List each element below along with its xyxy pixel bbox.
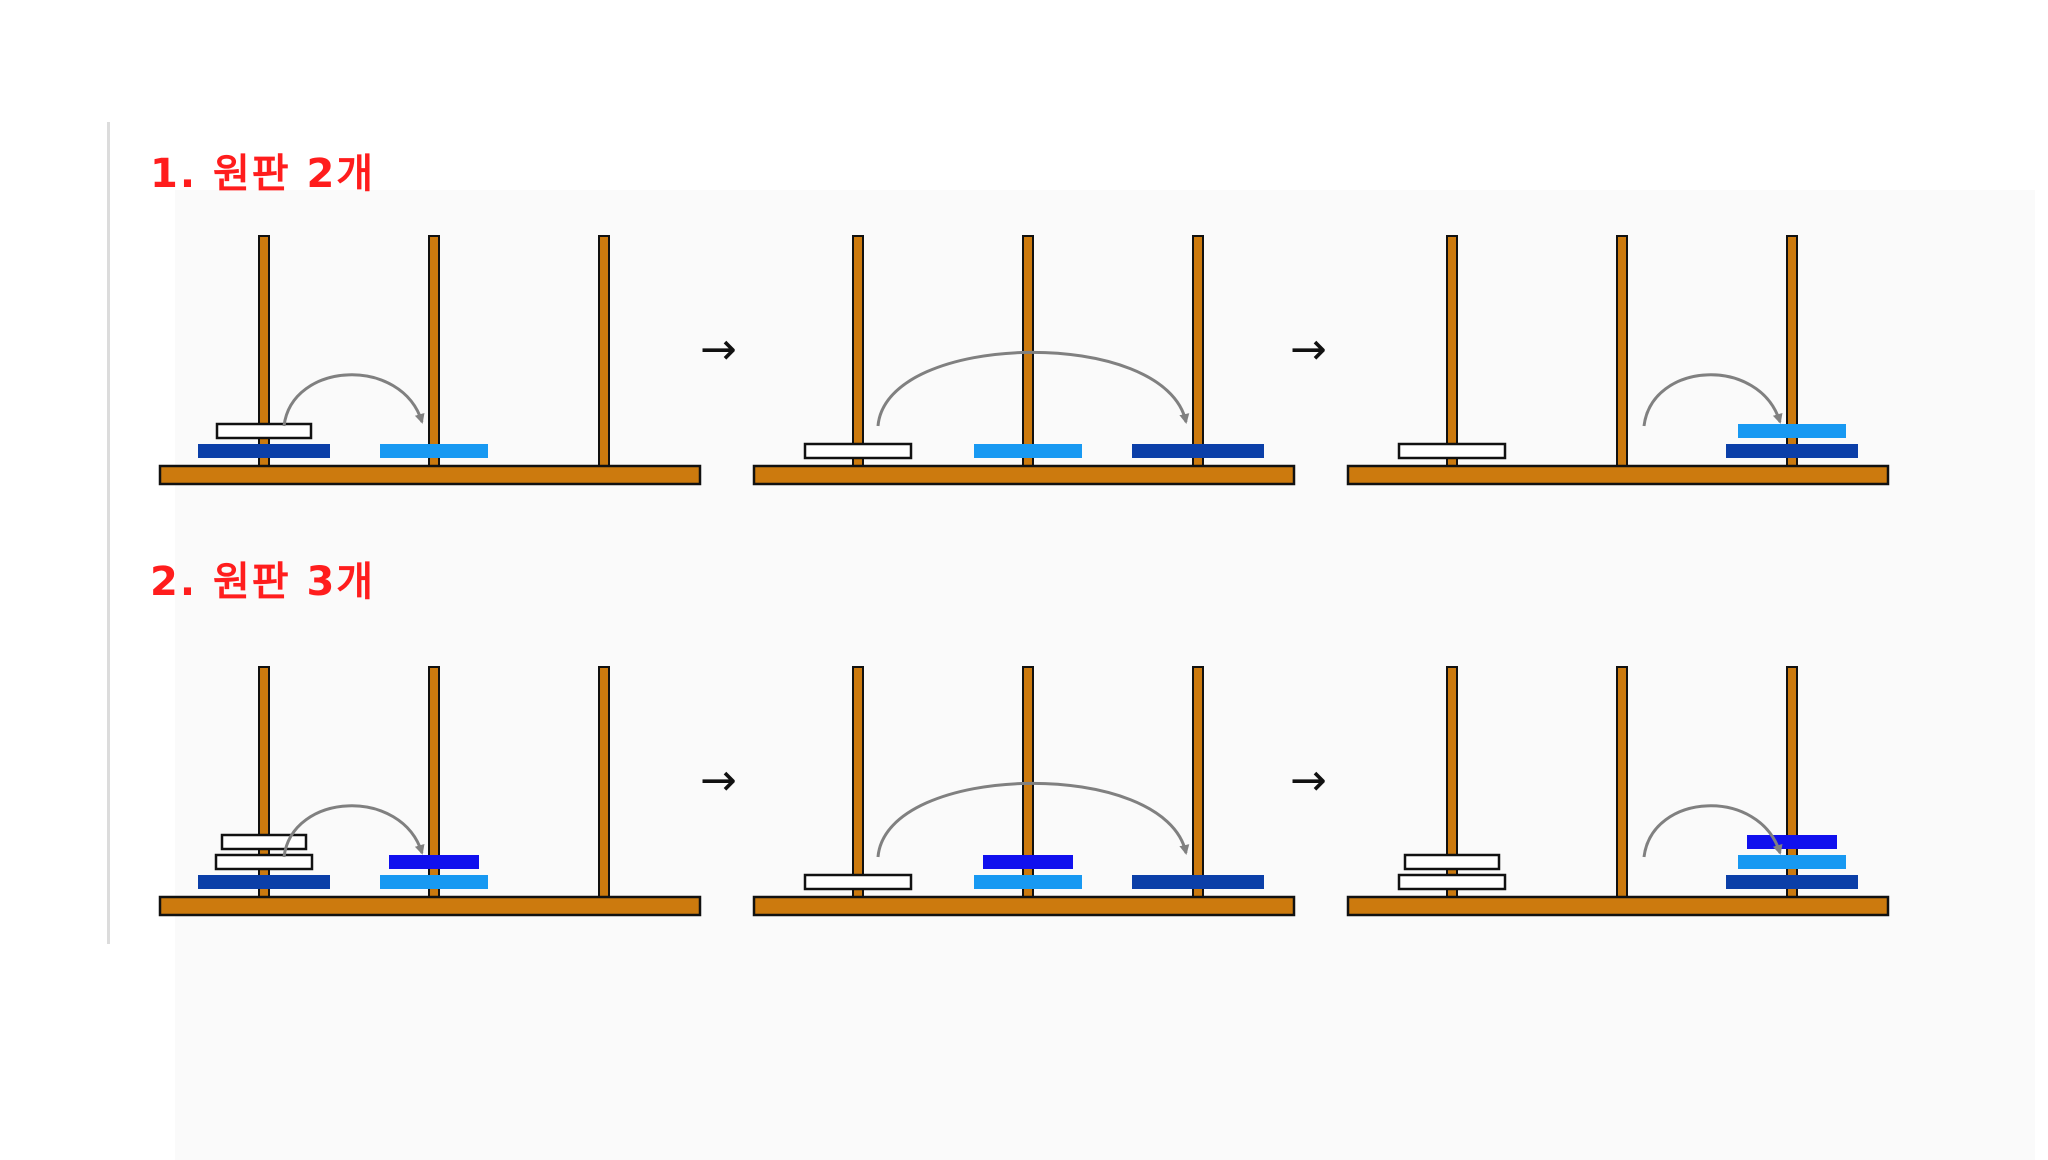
peg — [852, 235, 864, 467]
peg — [1616, 666, 1628, 898]
sky-disk — [974, 444, 1082, 458]
step-arrow-icon: → — [700, 755, 737, 806]
peg — [428, 235, 440, 467]
navy-disk — [1726, 444, 1858, 458]
base-board — [158, 464, 702, 486]
move-arrow — [1642, 804, 1783, 858]
left-border-line — [107, 122, 110, 944]
move-arrow — [876, 350, 1190, 427]
peg — [1616, 235, 1628, 467]
base-board — [1346, 464, 1890, 486]
move-arrow — [282, 373, 425, 427]
white-disk — [220, 833, 308, 851]
base-board — [158, 895, 702, 917]
sky-disk — [974, 875, 1082, 889]
move-arrow — [1642, 373, 1783, 427]
blue-disk — [983, 855, 1073, 869]
peg — [598, 666, 610, 898]
navy-disk — [198, 875, 330, 889]
white-disk — [1397, 442, 1507, 460]
base-board — [752, 895, 1296, 917]
white-disk — [215, 422, 313, 440]
move-arrow — [876, 781, 1190, 858]
sky-disk — [380, 444, 488, 458]
peg — [1192, 666, 1204, 898]
blue-disk — [1747, 835, 1837, 849]
peg — [598, 235, 610, 467]
navy-disk — [1726, 875, 1858, 889]
navy-disk — [1132, 875, 1264, 889]
white-disk — [1403, 853, 1501, 871]
base-board — [752, 464, 1296, 486]
blue-disk — [389, 855, 479, 869]
white-disk — [1397, 873, 1507, 891]
section-title-two-disks: 1. 원판 2개 — [150, 151, 376, 197]
base-board — [1346, 895, 1890, 917]
white-disk — [803, 442, 913, 460]
step-arrow-icon: → — [700, 324, 737, 375]
white-disk — [214, 853, 314, 871]
section-title-three-disks: 2. 원판 3개 — [150, 559, 376, 605]
step-arrow-icon: → — [1290, 755, 1327, 806]
move-arrow — [282, 804, 425, 858]
step-arrow-icon: → — [1290, 324, 1327, 375]
navy-disk — [198, 444, 330, 458]
sky-disk — [1738, 855, 1846, 869]
content-background — [175, 190, 2035, 1160]
sky-disk — [1738, 424, 1846, 438]
peg — [1192, 235, 1204, 467]
sky-disk — [380, 875, 488, 889]
peg — [852, 666, 864, 898]
white-disk — [803, 873, 913, 891]
navy-disk — [1132, 444, 1264, 458]
peg — [1446, 235, 1458, 467]
